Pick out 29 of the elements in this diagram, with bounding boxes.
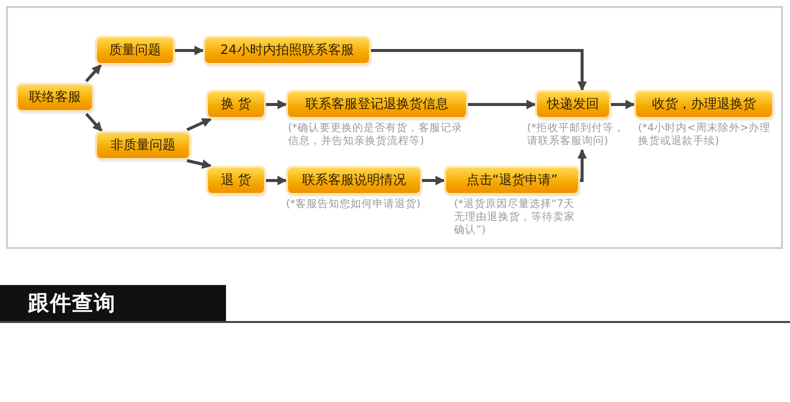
note-text: (*4小时内<周末除外>办理换货或退款手续): [638, 122, 772, 148]
note-text: (*退货原因尽量选择“7天无理由退换货，等待卖家确认”): [454, 198, 576, 237]
arrow: [611, 100, 635, 110]
process-box: 收货，办理退换货: [636, 92, 772, 117]
arrow: [422, 176, 445, 186]
process-box: 联系客服登记退换货信息: [288, 92, 466, 117]
arrow: [186, 118, 212, 132]
arrow: [468, 100, 536, 110]
process-box: 快递发回: [537, 92, 609, 117]
note-text: (*确认要更换的是否有货，客服记录信息，并告知亲换货流程等): [288, 122, 464, 148]
arrow: [371, 49, 587, 91]
arrow: [266, 176, 287, 186]
process-box: 24小时内拍照联系客服: [205, 38, 369, 63]
process-box: 非质量问题: [97, 133, 189, 158]
section-heading: 跟件查询: [0, 285, 226, 321]
arrow: [85, 112, 103, 132]
arrow: [577, 149, 587, 182]
process-box: 质量问题: [97, 38, 173, 63]
process-box: 换 货: [208, 92, 264, 117]
arrow: [186, 159, 212, 169]
process-box: 点击“退货申请”: [446, 168, 578, 193]
note-text: (*拒收平邮到付等，请联系客服询问): [527, 122, 626, 148]
arrow: [85, 64, 102, 82]
arrow: [175, 46, 204, 56]
note-text: (*客服告知您如何申请退货): [286, 198, 422, 211]
arrow: [266, 100, 287, 110]
process-box: 退 货: [208, 168, 264, 193]
process-box: 联系客服说明情况: [288, 168, 420, 193]
process-box: 联络客服: [18, 85, 92, 110]
